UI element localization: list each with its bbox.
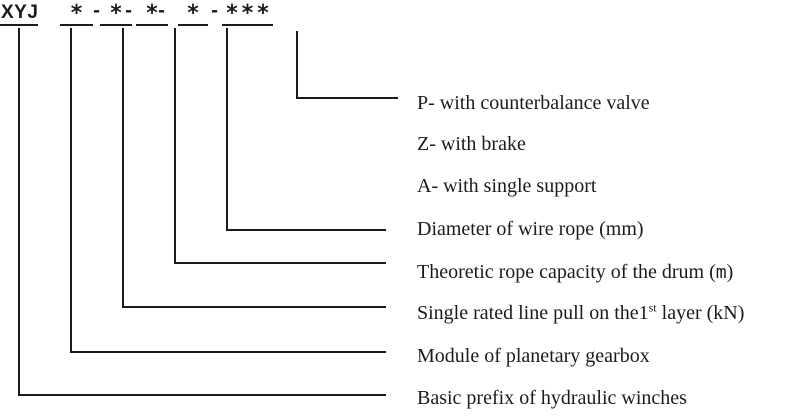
connector-rope-capacity-vline: [174, 28, 176, 264]
label-rope-capacity-unit: m: [715, 262, 727, 283]
label-basic-prefix: Basic prefix of hydraulic winches: [417, 387, 687, 409]
code-separator-2: -: [125, 1, 133, 21]
code-field-rope-capacity: *: [136, 2, 168, 26]
code-star-2: *: [110, 1, 122, 26]
code-star-1: *: [70, 1, 83, 26]
label-rope-capacity-text: Theoretic rope capacity of the drum (: [417, 261, 716, 283]
connector-suffix-hline: [296, 97, 398, 99]
connector-line-pull-vline: [122, 28, 124, 308]
code-prefix-text: XYJ: [1, 2, 39, 23]
label-rated-line-pull-unit: layer (kN): [656, 302, 745, 324]
label-rope-capacity: Theoretic rope capacity of the drum (m): [417, 259, 733, 286]
connector-line-pull-hline: [122, 306, 386, 308]
code-star-suffix: ***: [226, 1, 273, 26]
label-wire-rope-diameter: Diameter of wire rope (mm): [417, 218, 644, 240]
label-rated-line-pull: Single rated line pull on the1st layer (…: [417, 300, 744, 326]
label-rated-line-pull-ordinal: st: [648, 300, 657, 315]
code-field-module: *: [60, 2, 93, 26]
connector-gearbox-vline: [70, 28, 72, 353]
code-prefix: XYJ: [0, 2, 38, 26]
code-field-suffix: ***: [222, 2, 273, 26]
code-star-4: *: [187, 1, 199, 26]
label-single-support: A- with single support: [417, 175, 597, 197]
code-field-rope-diameter: *: [178, 2, 208, 26]
code-separator-1: -: [93, 1, 101, 21]
connector-basic-prefix-vline: [18, 28, 20, 396]
code-separator-3: -: [158, 1, 166, 21]
connector-rope-capacity-hline: [174, 262, 386, 264]
connector-rope-diameter-hline: [226, 229, 386, 231]
label-rope-capacity-close: ): [726, 261, 734, 283]
label-brake: Z- with brake: [417, 133, 526, 155]
code-star-3: *: [146, 1, 158, 26]
connector-suffix-vline: [296, 31, 298, 99]
label-counterbalance-valve: P- with counterbalance valve: [417, 92, 650, 114]
connector-rope-diameter-vline: [226, 28, 228, 231]
connector-gearbox-hline: [70, 351, 386, 353]
code-field-line-pull: *: [100, 2, 132, 26]
label-rated-line-pull-text: Single rated line pull on the1: [417, 302, 649, 324]
code-separator-4: -: [211, 1, 219, 21]
label-planetary-gearbox: Module of planetary gearbox: [417, 345, 650, 367]
connector-basic-prefix-hline: [18, 394, 386, 396]
